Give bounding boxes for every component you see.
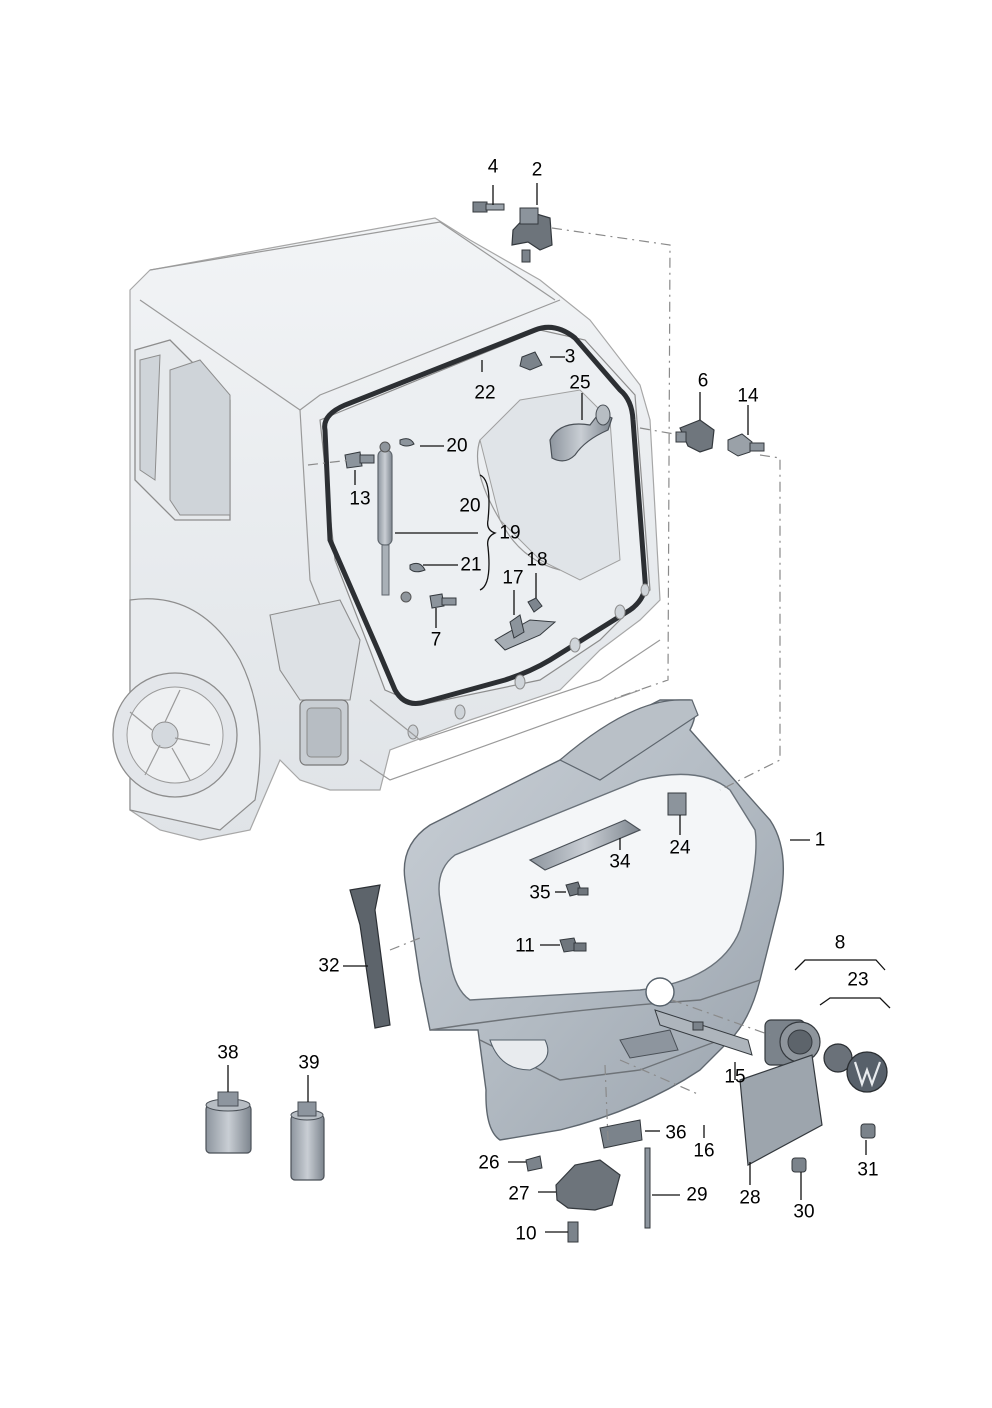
tailgate-bolts [559,881,589,953]
small-fasteners [344,438,557,651]
drain-hose [549,404,613,462]
callout-11: 11 [515,935,535,957]
rubber-buffer [675,419,765,457]
callout-6: 6 [697,370,709,392]
leader-lines [227,183,867,1233]
callout-8: 8 [834,932,846,954]
fluid-containers [205,1091,325,1181]
callout-34: 34 [609,851,631,873]
dash-lines [307,227,781,1141]
hinge [472,201,553,371]
callout-20-upper: 20 [446,435,468,457]
callout-32: 32 [318,955,340,977]
callout-24: 24 [669,837,691,859]
license-plate-parts [654,1009,876,1173]
callout-18: 18 [526,549,548,571]
callout-13: 13 [349,488,371,510]
brake-light [528,792,687,871]
callout-14: 14 [737,385,759,407]
callout-27: 27 [508,1183,530,1205]
side-trim [349,884,391,1029]
callout-39: 39 [298,1052,320,1074]
callout-1: 1 [814,829,826,851]
callout-36: 36 [665,1122,687,1144]
callout-29: 29 [686,1184,708,1206]
callout-30: 30 [793,1201,815,1223]
callout-28: 28 [739,1187,761,1209]
callout-25: 25 [569,372,591,394]
callout-31: 31 [857,1159,879,1181]
callout-3: 3 [564,346,576,368]
emblem-assembly [764,959,891,1093]
callout-38: 38 [217,1042,239,1064]
callout-26: 26 [478,1152,500,1174]
door-seal [322,324,648,706]
callout-17: 17 [502,567,524,589]
callout-15: 15 [724,1066,746,1088]
callout-16: 16 [693,1140,715,1162]
callout-19: 19 [499,522,521,544]
callout-2: 2 [531,159,543,181]
lower-lock-parts [525,1119,651,1243]
callout-7: 7 [430,629,442,651]
callout-22: 22 [474,382,496,404]
callout-4: 4 [487,156,499,178]
callout-10: 10 [515,1223,537,1245]
callout-35: 35 [529,882,551,904]
callout-21: 21 [460,554,482,576]
gas-strut [377,441,412,603]
callout-23: 23 [847,969,869,991]
callout-20-lower: 20 [459,495,481,517]
